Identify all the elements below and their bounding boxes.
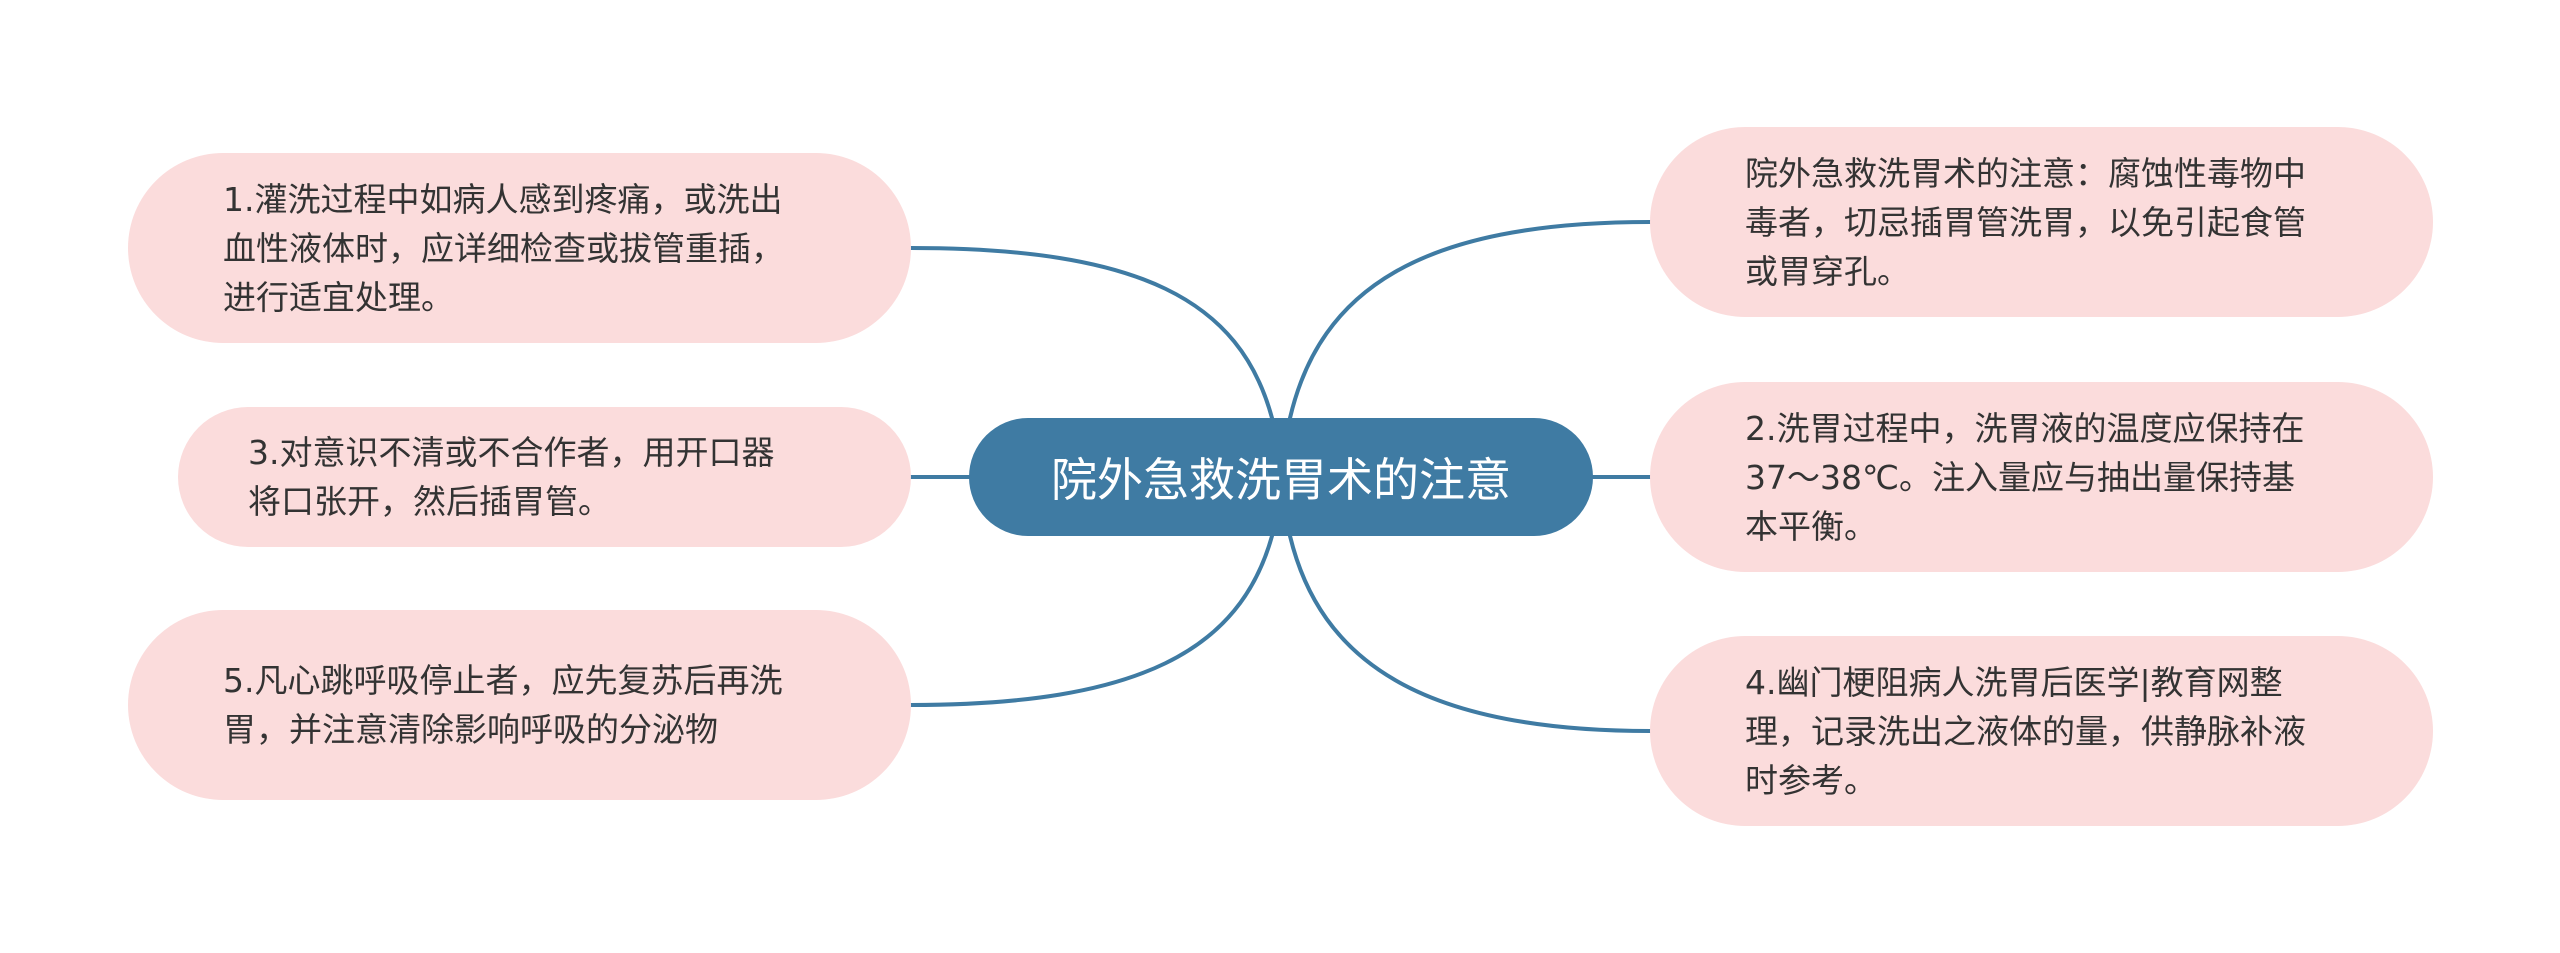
topic-node-5[interactable]: 5.凡心跳呼吸停止者，应先复苏后再洗胃，并注意清除影响呼吸的分泌物 [128, 610, 911, 800]
central-topic-label: 院外急救洗胃术的注意 [1051, 453, 1511, 507]
topic-node-text: 4.幽门梗阻病人洗胃后医学|教育网整理，记录洗出之液体的量，供静脉补液时参考。 [1745, 662, 2306, 800]
topic-node-3[interactable]: 3.对意识不清或不合作者，用开口器将口张开，然后插胃管。 [178, 407, 911, 547]
topic-node-text: 2.洗胃过程中，洗胃液的温度应保持在37～38℃。注入量应与抽出量保持基本平衡。 [1745, 408, 2305, 546]
connector-left-1 [909, 246, 1274, 420]
topic-node-text: 5.凡心跳呼吸停止者，应先复苏后再洗胃，并注意清除影响呼吸的分泌物 [223, 661, 783, 749]
topic-node-text: 院外急救洗胃术的注意：腐蚀性毒物中毒者，切忌插胃管洗胃，以免引起食管或胃穿孔。 [1745, 153, 2306, 291]
topic-node-4[interactable]: 4.幽门梗阻病人洗胃后医学|教育网整理，记录洗出之液体的量，供静脉补液时参考。 [1650, 636, 2433, 826]
connector-right-4 [1288, 534, 1652, 733]
topic-node-2[interactable]: 2.洗胃过程中，洗胃液的温度应保持在37～38℃。注入量应与抽出量保持基本平衡。 [1650, 382, 2433, 572]
central-topic[interactable]: 院外急救洗胃术的注意 [969, 418, 1593, 536]
connector-right-0 [1288, 220, 1652, 420]
topic-node-main-note[interactable]: 院外急救洗胃术的注意：腐蚀性毒物中毒者，切忌插胃管洗胃，以免引起食管或胃穿孔。 [1650, 127, 2433, 317]
topic-node-1[interactable]: 1.灌洗过程中如病人感到疼痛，或洗出血性液体时，应详细检查或拔管重插，进行适宜处… [128, 153, 911, 343]
connector-left-5 [909, 534, 1274, 707]
topic-node-text: 3.对意识不清或不合作者，用开口器将口张开，然后插胃管。 [248, 433, 775, 521]
topic-node-text: 1.灌洗过程中如病人感到疼痛，或洗出血性液体时，应详细检查或拔管重插，进行适宜处… [223, 179, 784, 317]
